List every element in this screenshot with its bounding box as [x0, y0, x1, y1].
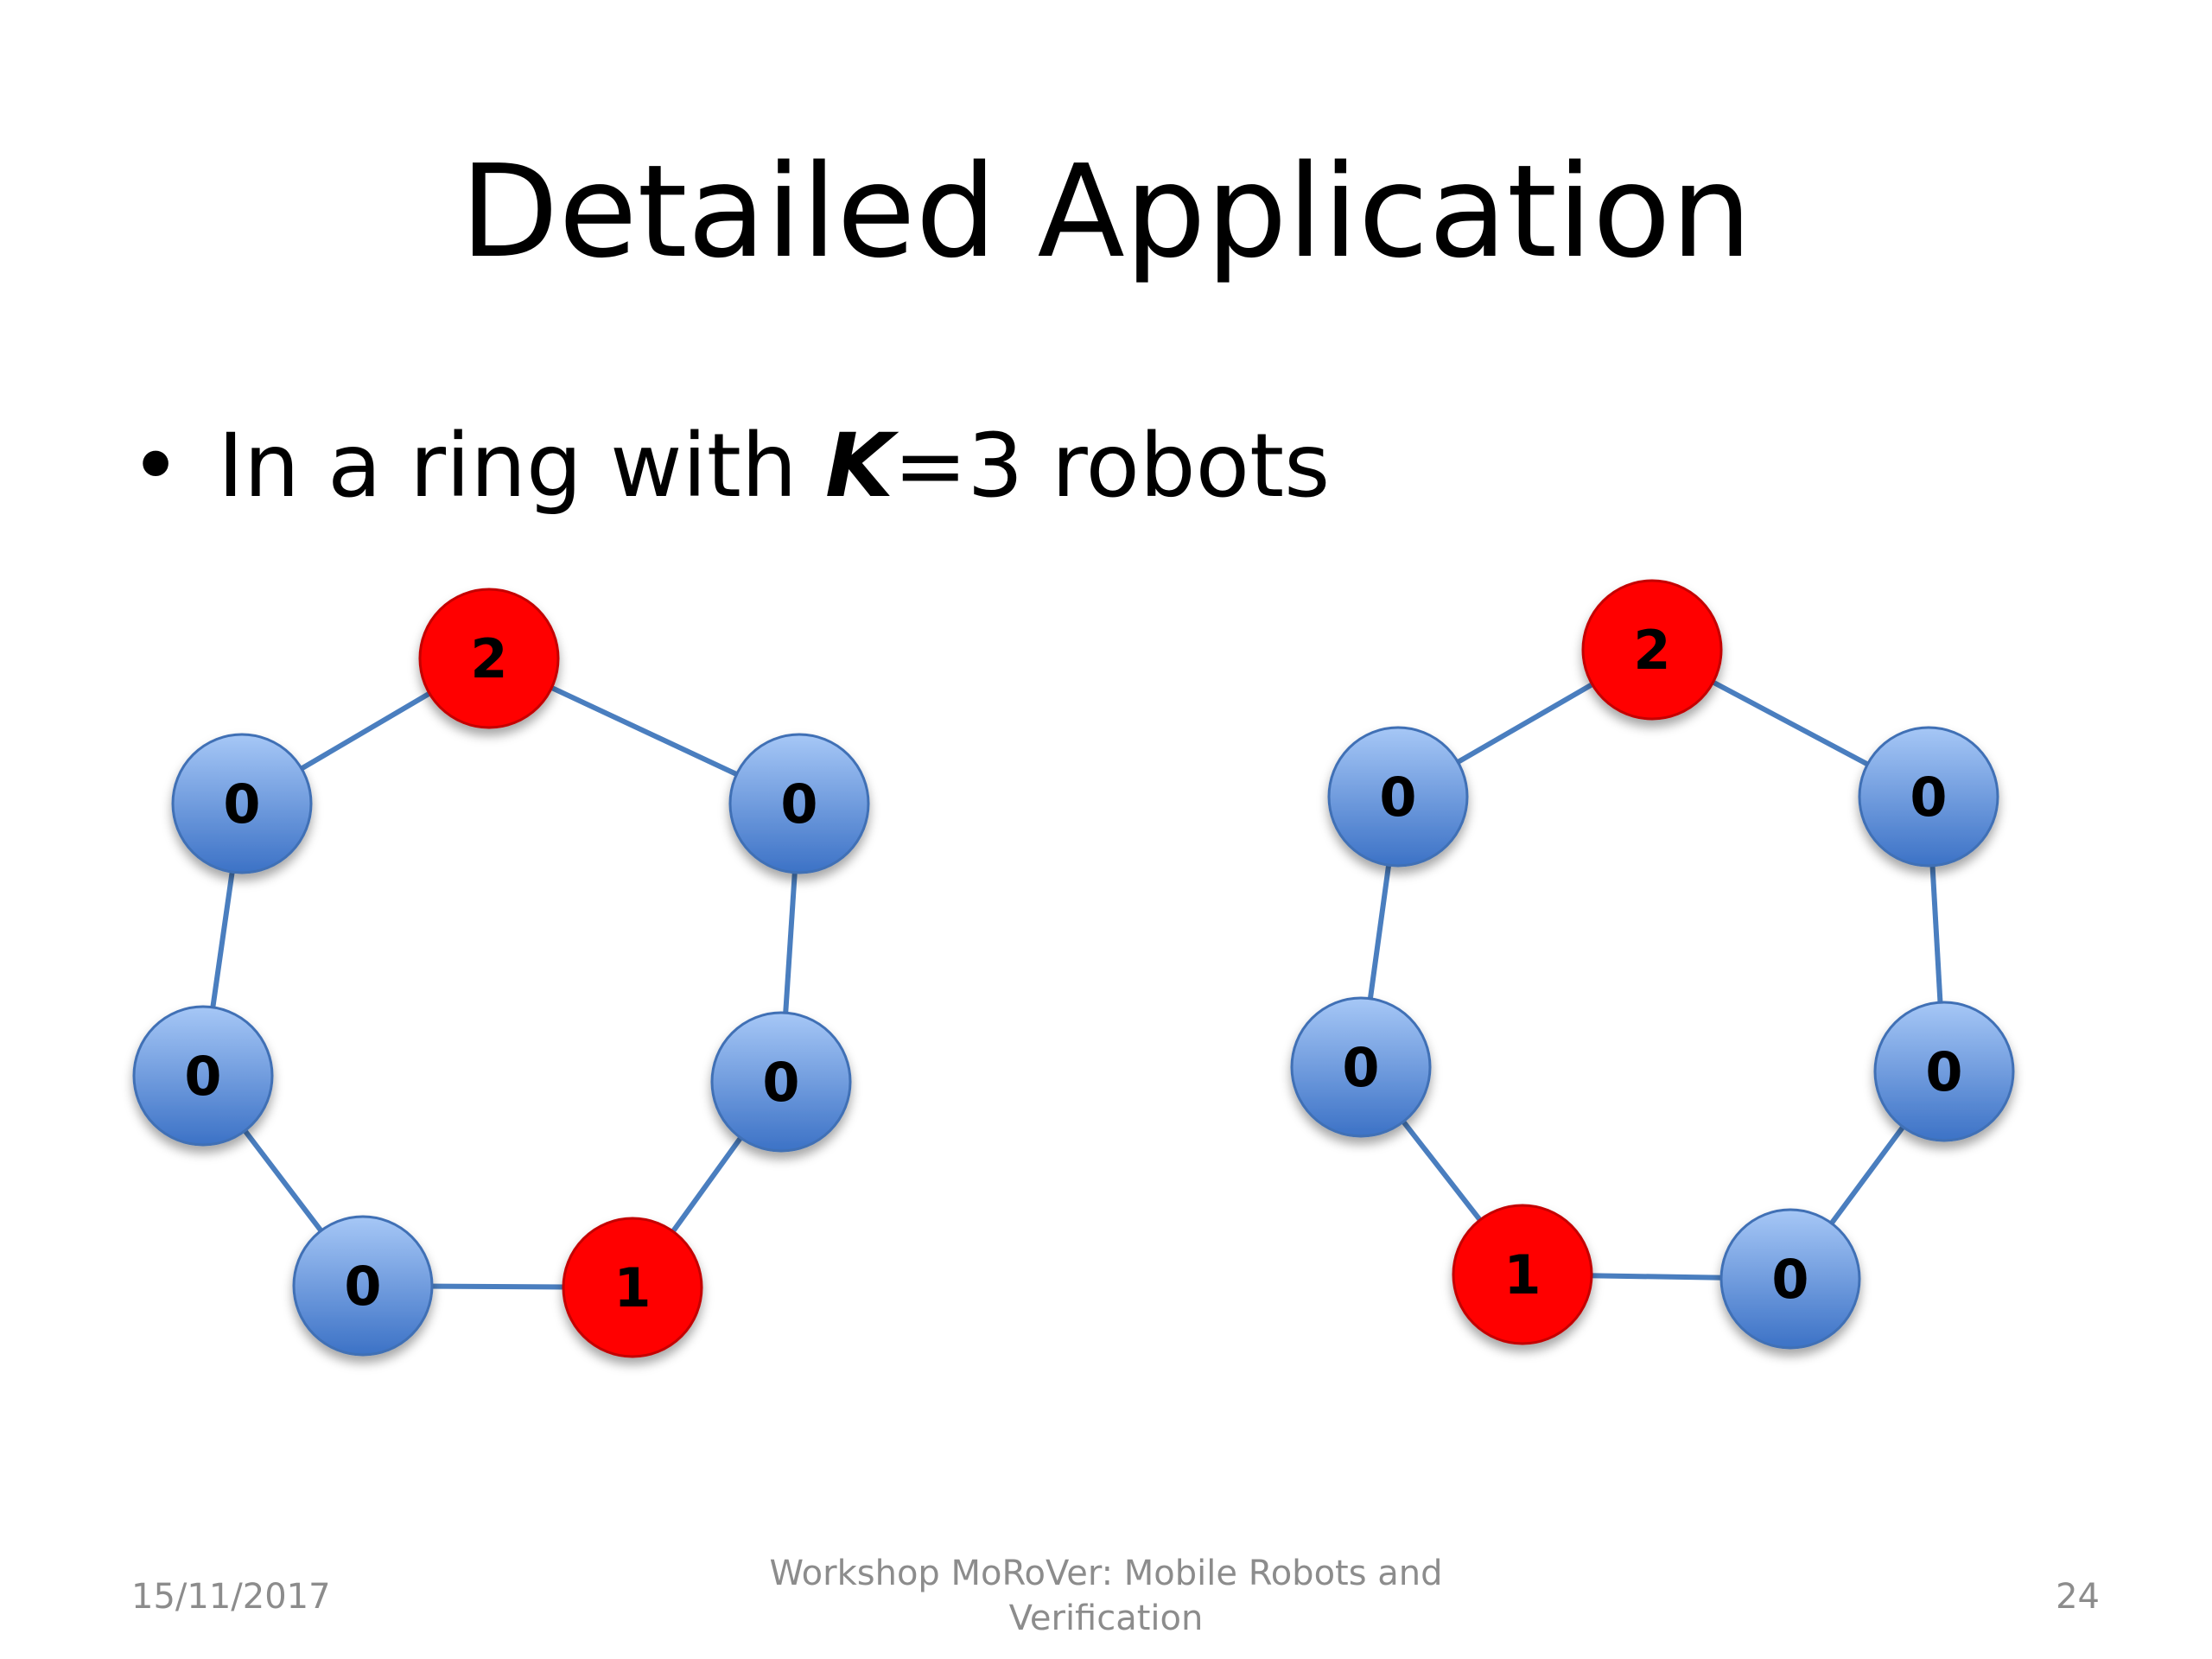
bullet-dot: • [130, 415, 182, 518]
footer-event: Workshop MoRoVer: Mobile Robots and Veri… [674, 1551, 1538, 1641]
node-label: 0 [1379, 766, 1416, 829]
node-circle [1327, 726, 1469, 868]
footer-date: 15/11/2017 [131, 1577, 331, 1617]
node-circle [710, 1011, 852, 1153]
node-circle [171, 733, 313, 874]
empty-node: 0 [132, 1005, 274, 1147]
empty-node: 0 [710, 1011, 852, 1153]
footer-event-line2: Verification [1008, 1599, 1204, 1638]
node-label: 2 [1633, 619, 1670, 682]
node-label: 0 [1925, 1040, 1962, 1103]
bullet-suffix: =3 robots [893, 415, 1331, 518]
empty-node: 0 [1327, 726, 1469, 868]
node-label: 1 [613, 1256, 651, 1319]
empty-node: 0 [171, 733, 313, 874]
node-label: 0 [762, 1051, 799, 1114]
node-circle [418, 588, 560, 729]
empty-node: 0 [1858, 726, 1999, 868]
right-ring: 2 0 0 0 1 0 0 [1290, 579, 2015, 1350]
bullet-variable-wrap: K [825, 415, 893, 518]
node-circle [1719, 1208, 1861, 1350]
node-circle [1873, 1001, 2015, 1142]
bullet-item: • In a ring with K=3 robots [130, 410, 1330, 523]
node-label: 0 [344, 1255, 381, 1318]
slide-title: Detailed Application [460, 137, 1752, 286]
footer-event-line1: Workshop MoRoVer: Mobile Robots and [769, 1554, 1443, 1593]
node-label: 0 [1342, 1036, 1379, 1099]
node-label: 0 [1771, 1248, 1808, 1311]
node-circle [1858, 726, 1999, 868]
robot-node: 1 [562, 1217, 703, 1358]
node-circle [292, 1215, 434, 1357]
node-label: 0 [1910, 766, 1947, 829]
node-circle [132, 1005, 274, 1147]
node-label: 0 [223, 772, 260, 836]
node-circle [728, 733, 870, 874]
node-circle [1581, 579, 1723, 721]
empty-node: 0 [1873, 1001, 2015, 1142]
footer-page-number: 24 [2056, 1577, 2100, 1617]
node-circle [562, 1217, 703, 1358]
node-circle [1452, 1204, 1593, 1345]
empty-node: 0 [728, 733, 870, 874]
robot-node: 2 [418, 588, 560, 729]
robot-node: 1 [1452, 1204, 1593, 1345]
node-label: 1 [1503, 1243, 1541, 1306]
node-label: 2 [470, 627, 507, 690]
left-ring: 2 0 0 1 0 0 0 [132, 588, 870, 1358]
empty-node: 0 [1719, 1208, 1861, 1350]
node-label: 0 [184, 1045, 221, 1108]
empty-node: 0 [1290, 996, 1432, 1138]
empty-node: 0 [292, 1215, 434, 1357]
node-circle [1290, 996, 1432, 1138]
bullet-variable: K [825, 415, 894, 518]
bullet-prefix: In a ring with [218, 415, 825, 518]
robot-node: 2 [1581, 579, 1723, 721]
node-label: 0 [780, 772, 817, 836]
